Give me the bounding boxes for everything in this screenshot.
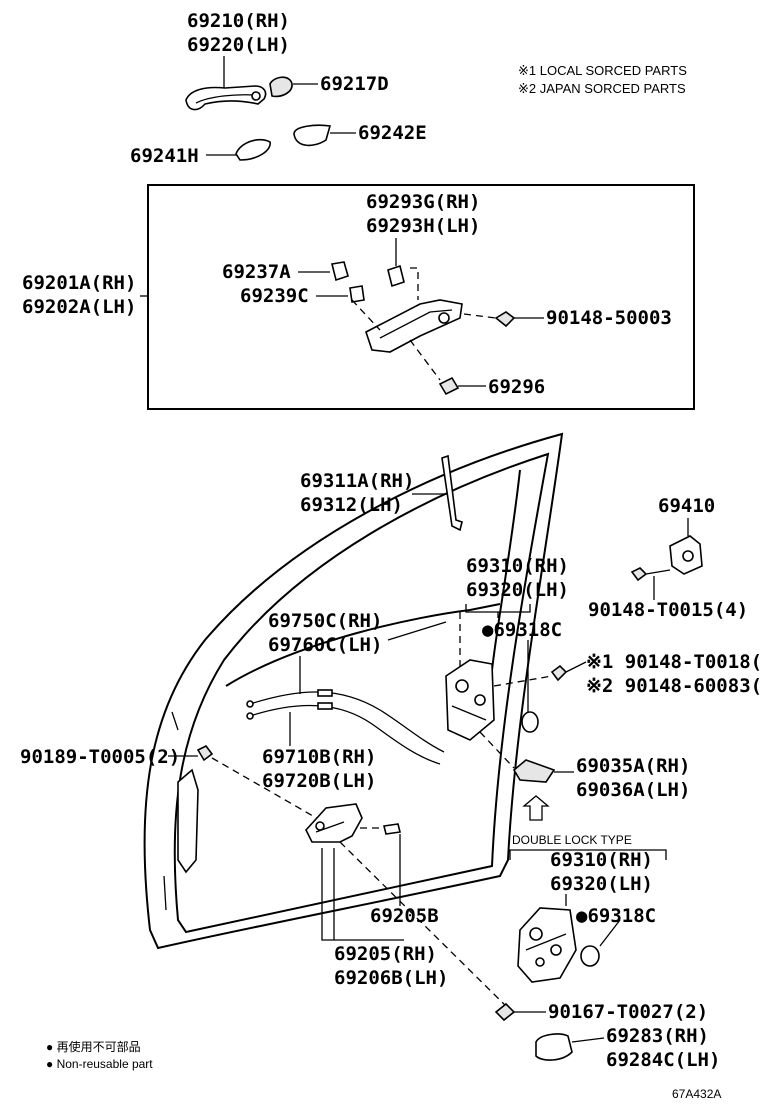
label-69312-lh: 69312(LH) [300, 494, 403, 516]
clip-69237a-icon [331, 261, 349, 282]
label-90148-t0015: 90148-T0015(4) [588, 599, 748, 621]
handle-frame-icon [365, 264, 463, 353]
striker-69410-icon [669, 535, 703, 575]
door-panel-outline [143, 432, 564, 950]
pad-69242e-icon [293, 124, 332, 147]
label-69206b-lh: 69206B(LH) [334, 967, 448, 989]
label-69036a-lh: 69036A(LH) [576, 779, 690, 801]
label-90167-t0027: 90167-T0027(2) [548, 1001, 708, 1023]
label-90148-t0018: ※1 90148-T0018(6) [586, 651, 760, 673]
label-69035a-rh: 69035A(RH) [576, 755, 690, 777]
label-90148-50003: 90148-50003 [546, 307, 672, 329]
lock-cable-icon [246, 689, 445, 765]
label-69241h: 69241H [130, 145, 199, 167]
label-69720b-lh: 69720B(LH) [262, 770, 376, 792]
legend-non-reusable-en: ● Non-reusable part [46, 1057, 153, 1071]
label-90189-t0005: 90189-T0005(2) [20, 746, 180, 768]
label-90148-60083: ※2 90148-60083(6) [586, 675, 760, 697]
note-japan-sourced: ※2 JAPAN SORCED PARTS [518, 81, 686, 96]
label-69293h-lh: 69293H(LH) [366, 215, 480, 237]
frame-subassembly-box [147, 184, 695, 410]
label-69310-rh-double: 69310(RH) [550, 849, 653, 871]
label-69205b: 69205B [370, 905, 439, 927]
double-lock-washer-icon [580, 945, 600, 967]
label-69710b-rh: 69710B(RH) [262, 746, 376, 768]
label-69202a-lh: 69202A(LH) [22, 296, 136, 318]
handle-cover-69283-icon [535, 1033, 573, 1061]
label-69296: 69296 [488, 376, 545, 398]
up-arrow-icon [522, 795, 550, 821]
screw-90148-t0018-icon [550, 664, 568, 682]
label-69320-lh: 69320(LH) [466, 579, 569, 601]
label-69320-lh-double: 69320(LH) [550, 873, 653, 895]
bolt-69296-icon [438, 376, 460, 396]
label-69239c: 69239C [240, 285, 309, 307]
label-69201a-rh: 69201A(RH) [22, 272, 136, 294]
outside-handle-icon [185, 85, 267, 111]
screw-90167-icon [494, 1002, 516, 1022]
note-local-sourced: ※1 LOCAL SORCED PARTS [518, 63, 687, 78]
label-69242e: 69242E [358, 122, 427, 144]
label-69760c-lh: 69760C(LH) [268, 634, 382, 656]
label-69318c: ●69318C [482, 619, 562, 641]
handle-cap-69217d-icon [269, 76, 293, 98]
label-69210-rh: 69210(RH) [187, 10, 290, 32]
double-lock-assembly-icon [517, 907, 577, 983]
lock-rod-icon [441, 454, 463, 532]
label-69410: 69410 [658, 495, 715, 517]
clip-69239c-icon [349, 285, 365, 303]
lock-cover-69035a-icon [512, 759, 556, 783]
clip-90189-icon [196, 744, 214, 762]
label-69311a-rh: 69311A(RH) [300, 470, 414, 492]
diagram-code: 67A432A [672, 1087, 721, 1101]
label-69237a: 69237A [222, 261, 291, 283]
label-69750c-rh: 69750C(RH) [268, 610, 382, 632]
label-69284c-lh: 69284C(LH) [606, 1049, 720, 1071]
screw-90148-50003-icon [494, 311, 516, 328]
screw-69205b-icon [383, 823, 401, 835]
label-69205-rh: 69205(RH) [334, 943, 437, 965]
label-69217d: 69217D [320, 73, 389, 95]
pad-69241h-icon [235, 138, 271, 161]
door-lock-assembly-icon [445, 659, 495, 741]
label-double-lock-type: DOUBLE LOCK TYPE [512, 833, 632, 847]
label-69310-rh: 69310(RH) [466, 555, 569, 577]
label-69283-rh: 69283(RH) [606, 1025, 709, 1047]
label-69220-lh: 69220(LH) [187, 34, 290, 56]
inside-handle-icon [305, 803, 363, 843]
label-69293g-rh: 69293G(RH) [366, 191, 480, 213]
legend-non-reusable-jp: ● 再使用不可部品 [46, 1039, 141, 1054]
lock-cover-washer-icon [521, 711, 539, 733]
screw-90148-t0015-icon [630, 567, 648, 582]
label-69318c-double: ●69318C [576, 905, 656, 927]
